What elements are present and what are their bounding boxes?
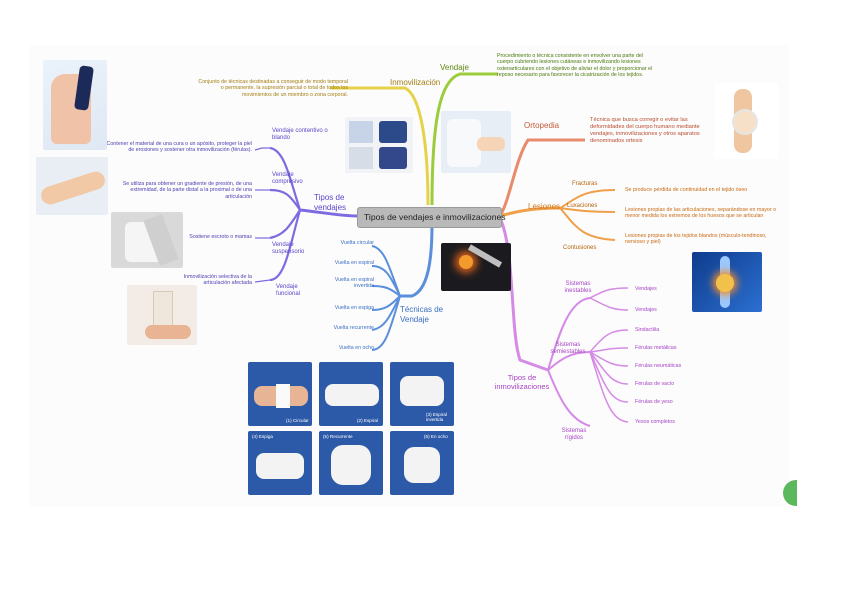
inmovilizacion-label[interactable]: Inmovilización [390, 78, 441, 87]
tecnicas-label[interactable]: Técnicas de Vendaje [400, 305, 444, 324]
vendaje-definition: Procedimiento o técnica consistente en e… [497, 53, 653, 79]
vendaje-label[interactable]: Vendaje [440, 63, 469, 72]
semiestables-item-ferulas-neumaticas: Férulas neumáticas [635, 363, 682, 369]
vendaje-contentivo-desc: Contener el material de una cura o un ap… [106, 141, 252, 154]
tecnica-photo-4: (4) Espiga [248, 431, 312, 495]
sistemas-rigidos-label[interactable]: Sistemas rígidos [561, 428, 587, 442]
vendaje-contentivo-label[interactable]: Vendaje contentivo o blando [272, 128, 328, 142]
vendaje-compresivo-label[interactable]: Vendaje compresivo [272, 172, 303, 186]
tecnica-ocho[interactable]: Vuelta en ocho [338, 345, 374, 351]
arm-sling-photo [111, 212, 183, 268]
branch-line-inmovilizacion [330, 86, 430, 206]
semiestables-item-sindactilia: Sindactilia [635, 327, 660, 333]
tecnica-espiral[interactable]: Vuelta en espiral [334, 260, 374, 266]
branch-line-inmovilizaciones [498, 217, 549, 372]
ortopedia-definition: Técnica que busca corregir o evitar las … [590, 117, 700, 144]
tecnica-photo-5: (5) Recurrente [319, 431, 383, 495]
semiestables-item-yesos-completos: Yesos completos [635, 419, 675, 425]
semiestables-item-ferulas-metalicas: Férulas metálicas [635, 345, 677, 351]
semiestables-item-ferulas-yeso: Férulas de yeso [635, 399, 673, 405]
vendaje-suspensorio-desc: Sostiene escroto o mamas [189, 234, 252, 240]
tecnica-photo-6: (6) En ocho [390, 431, 454, 495]
tipos-inmovilizaciones-label[interactable]: Tipos de inmovilizaciones [494, 373, 550, 391]
ortopedia-label[interactable]: Ortopedia [524, 121, 560, 130]
branch-line-tecnicas [400, 224, 434, 298]
fracturas-desc: Se produce pérdida de continuidad en el … [625, 187, 748, 193]
vendaje-funcional-label[interactable]: Vendaje funcional [276, 284, 301, 298]
floating-action-button[interactable] [783, 480, 797, 506]
joint-xray-photo [692, 252, 762, 312]
knee-pain-icon [714, 83, 778, 159]
tecnica-recurrente[interactable]: Vuelta recurrente [333, 325, 374, 331]
ankle-bandage-photo [127, 285, 197, 345]
vendaje-funcional-desc: Inmovilización selectiva de la articulac… [183, 274, 252, 287]
tecnica-photo-3: (3) Espiral invertida [390, 362, 454, 426]
injured-leg-xray-photo [441, 243, 511, 291]
tecnica-espiga[interactable]: Vuelta en espiga [334, 305, 374, 311]
luxaciones-label[interactable]: Luxaciones [567, 203, 598, 209]
branch-line-vendaje [430, 72, 498, 206]
branch-line-ortopedia [498, 138, 585, 217]
sistemas-semiestables-label[interactable]: Sistemas semiestables [550, 342, 586, 356]
doctor-bandaging-photo [441, 111, 511, 173]
tecnica-espiral-invertida[interactable]: Vuelta en espiral invertida [334, 277, 374, 290]
leg-bandage-photo [36, 157, 108, 215]
contusiones-label[interactable]: Contusiones [563, 245, 597, 251]
branch-line-lesiones [499, 206, 561, 218]
central-topic-label: Tipos de vendajes e inmovilizaciones [364, 212, 506, 222]
wrist-brace-photo [345, 117, 413, 173]
lesiones-label[interactable]: Lesiones [528, 202, 561, 211]
tecnica-photo-2: (2) Espiral [319, 362, 383, 426]
inestables-item-vendajes-1: Vendajes [635, 286, 657, 292]
vendaje-suspensorio-label[interactable]: Vendaje suspensorio [272, 242, 305, 256]
contusiones-desc: Lesiones propias de los tejidos blandos … [625, 233, 767, 246]
vendaje-compresivo-desc: Se utiliza para obtener un gradiente de … [122, 181, 252, 200]
inestables-item-vendajes-2: Vendajes [635, 307, 657, 313]
tecnica-circular[interactable]: Vuelta circular [340, 240, 374, 246]
fracturas-label[interactable]: Fracturas [572, 181, 598, 187]
tecnica-photo-1: (1) Circular [248, 362, 312, 426]
sistemas-inestables-label[interactable]: Sistemas inestables [564, 281, 592, 295]
finger-splint-photo [43, 60, 107, 150]
central-topic[interactable]: Tipos de vendajes e inmovilizaciones [357, 207, 506, 228]
luxaciones-desc: Lesiones propias de las articulaciones, … [625, 207, 777, 220]
tipos-vendajes-label[interactable]: Tipos de vendajes [314, 193, 347, 212]
inmovilizacion-definition: Conjunto de técnicas destinadas a conseg… [198, 79, 348, 98]
tecnicas-photo-grid: (1) Circular (2) Espiral (3) Espiral inv… [245, 359, 458, 497]
branch-line-tipos-vendajes [299, 208, 359, 218]
semiestables-item-ferulas-vacio: Férulas de vacío [635, 381, 675, 387]
